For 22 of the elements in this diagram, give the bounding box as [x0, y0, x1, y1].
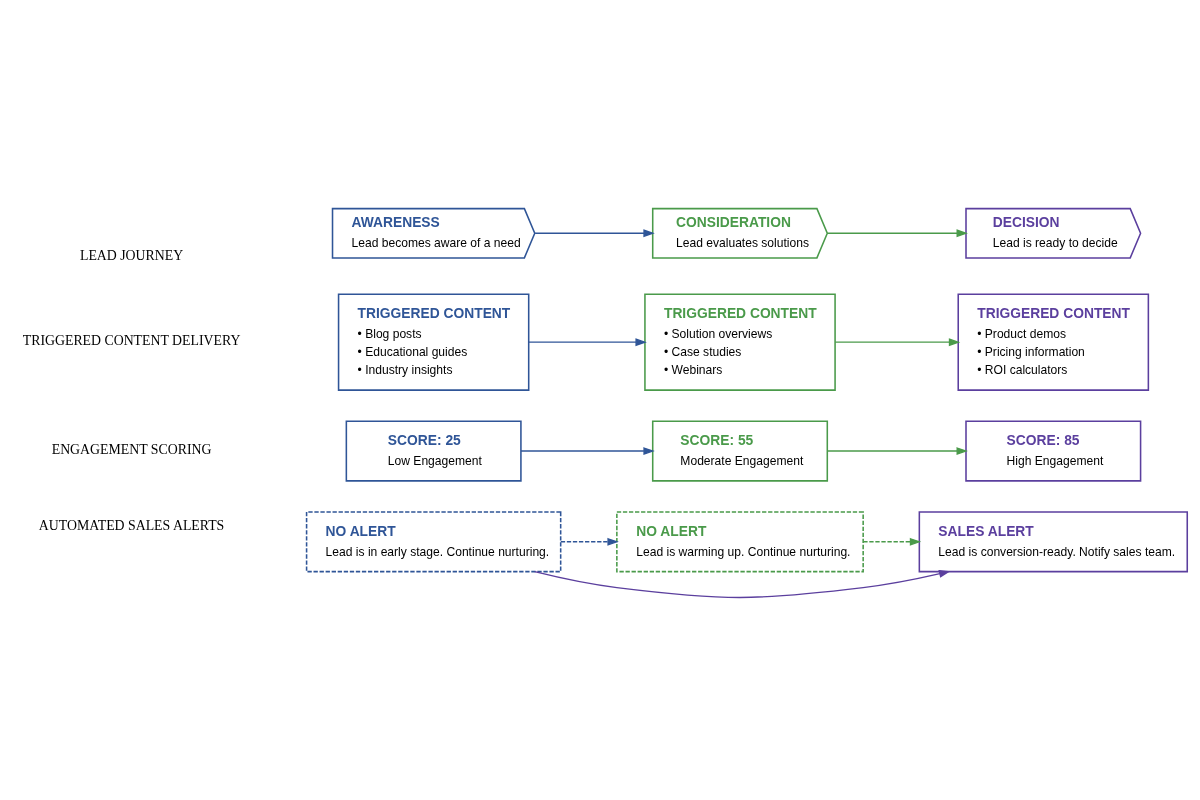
arrow: [862, 537, 922, 546]
arrow: [560, 537, 619, 546]
node-box: NO ALERT Lead is warming up. Continue nurturing.: [616, 510, 864, 572]
node-box: TRIGGERED CONTENT • Product demos • Pricing information • ROI calculators: [957, 292, 1150, 391]
arrow: [520, 446, 655, 455]
node-box: SALES ALERT Lead is conversion-ready. Notify sales team.: [918, 510, 1189, 572]
node-box: SCORE: 55 Moderate Engagement: [651, 419, 829, 482]
label: ENGAGEMENT SCORING: [51, 441, 212, 457]
label: TRIGGERED CONTENT DELIVERY: [22, 332, 241, 348]
arrow: [826, 446, 968, 455]
arrow: [826, 228, 968, 237]
arrow: [528, 337, 647, 346]
label: AUTOMATED SALES ALERTS: [38, 517, 225, 533]
node-box: TRIGGERED CONTENT • Blog posts • Educational guides • Industry insights: [337, 292, 530, 391]
node-box: SCORE: 25 Low Engagement: [345, 419, 522, 482]
arrow: [534, 569, 951, 598]
label: LEAD JOURNEY: [79, 247, 184, 263]
node-box: TRIGGERED CONTENT • Solution overviews • Case studies • Webinars: [644, 292, 836, 391]
arrow: [534, 228, 655, 237]
arrow: [834, 337, 961, 346]
node-box: NO ALERT Lead is in early stage. Continue nurturing.: [305, 510, 562, 572]
node-box: SCORE: 85 High Engagement: [965, 419, 1142, 482]
